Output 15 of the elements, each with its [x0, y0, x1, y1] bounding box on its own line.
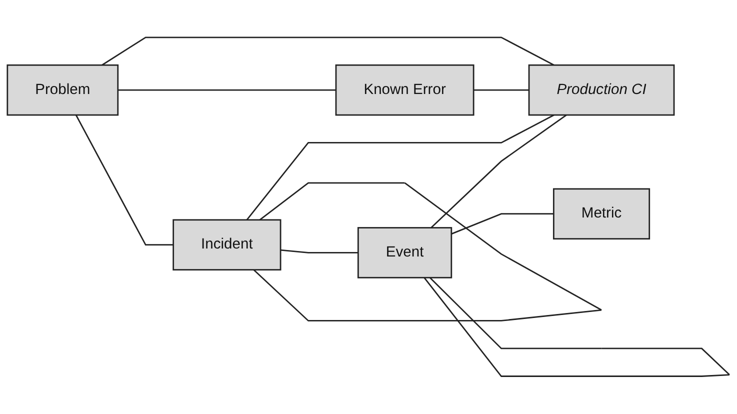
- connector: [424, 277, 730, 378]
- connector: [280, 250, 358, 254]
- connector: [451, 213, 554, 235]
- node-box: Production CI: [528, 64, 675, 116]
- node-box: Known Error: [335, 64, 474, 116]
- connector: [474, 90, 530, 91]
- connector: [75, 114, 174, 246]
- connector: [430, 114, 567, 228]
- connector: [118, 90, 336, 91]
- connector: [102, 36, 554, 66]
- connector: [253, 182, 602, 322]
- node-box: Incident: [172, 219, 282, 271]
- node-box: Event: [357, 227, 452, 278]
- node-box: Metric: [552, 188, 650, 240]
- node-box: Problem: [6, 64, 119, 116]
